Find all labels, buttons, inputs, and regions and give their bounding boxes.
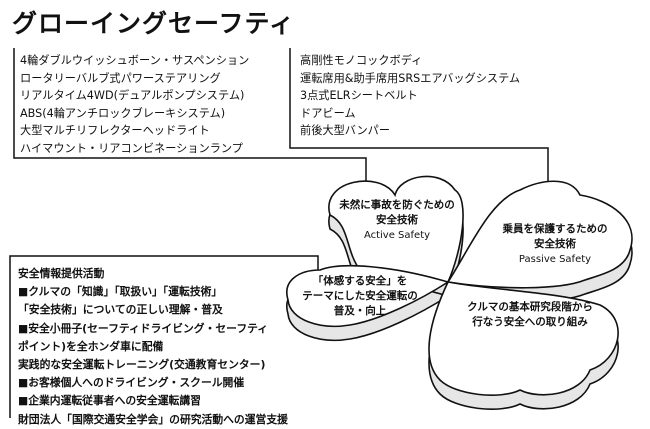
leaf-line: 「体感する安全」を [312, 275, 408, 287]
list-item: ■お客様個人へのドライビング・スクール開催 [18, 376, 245, 390]
list-item: 財団法人「国際交通安全学会」の研究活動への運営支援 [18, 412, 288, 426]
list-item: 3点式ELRシートベルト [300, 89, 418, 103]
list-item: 安全情報提供活動 [18, 267, 105, 280]
list-item: 「安全技術」についての正しい理解・普及 [18, 303, 223, 317]
safety-info-list: 安全情報提供活動 ■クルマの「知識」「取扱い」「運転技術」 「安全技術」について… [18, 265, 288, 429]
list-item: リアルタイム4WD(デュアルポンプシステム) [20, 89, 245, 103]
list-item: ■安全小冊子(セーフティドライビング・セーフティ [18, 321, 269, 335]
clover-top [286, 175, 633, 396]
list-item: 大型マルチリフレクターヘッドライト [20, 124, 210, 138]
list-item: 前後大型バンパー [300, 124, 391, 138]
info-list-bracket [9, 255, 319, 418]
leaf-passive-label: 乗員を保護するための 安全技術 Passive Safety [480, 222, 630, 267]
leaf-experience-shape [286, 264, 450, 328]
leaf-line: 安全技術 [534, 238, 576, 250]
leaf-active-label: 未然に事故を防ぐための 安全技術 Active Safety [322, 198, 472, 243]
leaf-line: テーマにした安全運転の [302, 290, 418, 302]
active-safety-list: 4輪ダブルウイッシュボーン・サスペンション ロータリーバルブ式パワーステアリング… [20, 52, 249, 158]
active-list-bracket [13, 48, 367, 198]
list-item: 実践的な安全運転トレーニング(交通教育センター) [18, 358, 266, 372]
leaf-experience-label: 「体感する安全」を テーマにした安全運転の 普及・向上 [295, 274, 425, 319]
leaf-passive-shape [446, 180, 633, 289]
list-item: 運転席用&助手席用SRSエアバッグシステム [300, 71, 521, 85]
leaf-research-label: クルマの基本研究段階から 行なう安全への取り組み [440, 300, 620, 330]
passive-list-bracket [289, 48, 549, 190]
leaf-line: 安全技術 [376, 214, 418, 226]
leaf-research-shape [428, 281, 619, 396]
list-item: ハイマウント・リアコンビネーションランプ [20, 141, 243, 155]
leaf-english-label: Active Safety [363, 230, 431, 241]
list-item: ドアビーム [300, 106, 356, 120]
leaf-line: 行なう安全への取り組み [472, 316, 588, 328]
leaf-line: 未然に事故を防ぐための [339, 199, 455, 211]
list-item: ポイント)を全ホンダ車に配備 [18, 339, 164, 353]
list-item: ■クルマの「知識」「取扱い」「運転技術」 [18, 285, 223, 299]
leaf-line: クルマの基本研究段階から [467, 301, 593, 313]
list-item: 高剛性モノコックボディ [300, 54, 423, 67]
diagram-title: グローイングセーフティ [12, 9, 296, 38]
list-item: ABS(4輪アンチロックブレーキシステム) [20, 106, 226, 120]
leaf-line: 乗員を保護するための [502, 223, 608, 235]
leaf-english-label: Passive Safety [518, 254, 592, 265]
list-item: 4輪ダブルウイッシュボーン・サスペンション [20, 54, 250, 67]
list-item: ■企業内運転従事者への安全運転講習 [18, 394, 201, 408]
leaf-line: 普及・向上 [333, 305, 387, 317]
passive-safety-list: 高剛性モノコックボディ 運転席用&助手席用SRSエアバッグシステム 3点式ELR… [300, 52, 520, 140]
list-item: ロータリーバルブ式パワーステアリング [20, 71, 221, 85]
